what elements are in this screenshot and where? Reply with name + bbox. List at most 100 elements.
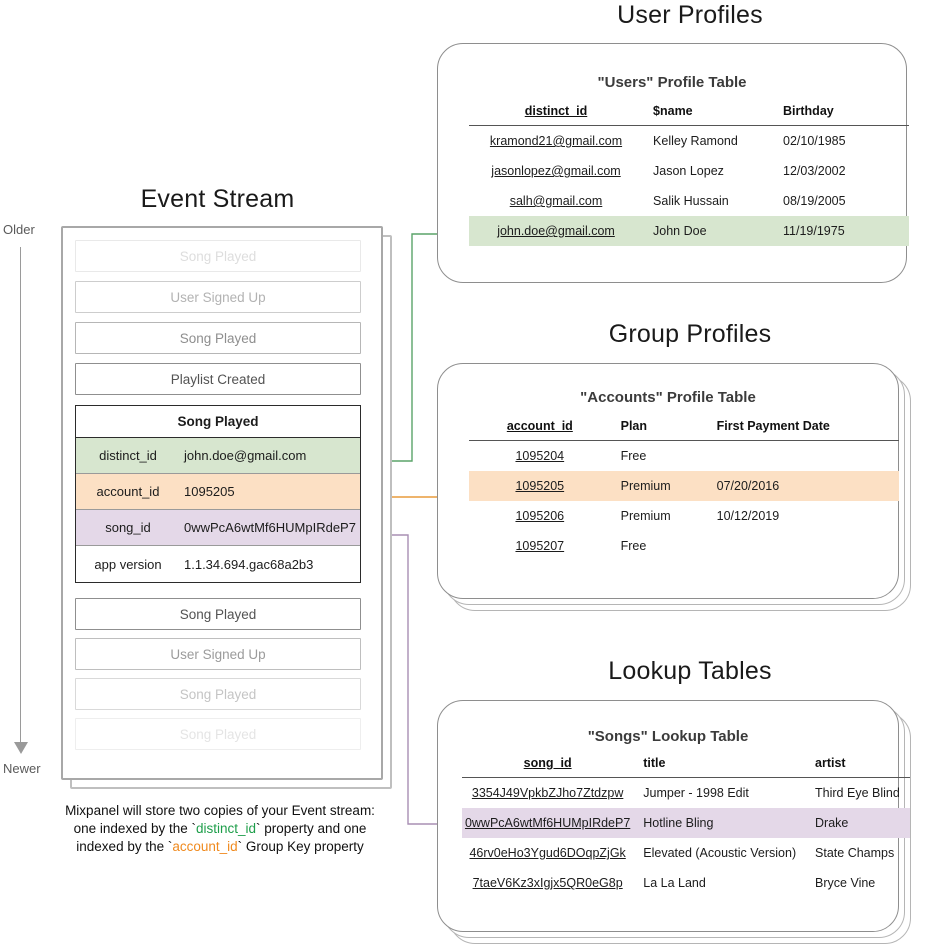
caption-line-3-before: indexed by the ` bbox=[76, 839, 173, 854]
songs-header-artist: artist bbox=[815, 756, 846, 770]
songs-cell-song-id: 3354J49VpkbZJho7Ztdzpw bbox=[471, 786, 624, 800]
group-profiles-card-wrap: "Accounts" Profile Table account_id Plan… bbox=[437, 363, 913, 613]
songs-cell-artist: Drake bbox=[805, 808, 910, 838]
users-cell-birthday: 12/03/2002 bbox=[783, 164, 846, 178]
event-box[interactable]: Song Played bbox=[75, 240, 361, 272]
users-cell-name: John Doe bbox=[643, 216, 774, 246]
accounts-profile-card: "Accounts" Profile Table account_id Plan… bbox=[437, 363, 899, 599]
table-row[interactable]: 1095206 Premium 10/12/2019 bbox=[469, 501, 899, 531]
table-row[interactable]: jasonlopez@gmail.com Jason Lopez 12/03/2… bbox=[469, 156, 909, 186]
table-row[interactable]: 1095204 Free bbox=[469, 441, 899, 472]
section-title-event-stream: Event Stream bbox=[140, 185, 295, 213]
event-property-key: song_id bbox=[105, 520, 151, 535]
event-box[interactable]: User Signed Up bbox=[75, 281, 361, 313]
event-box-label: User Signed Up bbox=[170, 646, 266, 662]
event-property-row[interactable]: account_id 1095205 bbox=[76, 474, 360, 510]
section-title-user-profiles: User Profiles bbox=[617, 1, 763, 29]
table-row[interactable]: 1095207 Free bbox=[469, 531, 899, 561]
users-table: distinct_id $name Birthday kramond21@gma… bbox=[469, 104, 909, 246]
section-title-group-profiles: Group Profiles bbox=[608, 320, 772, 348]
event-box[interactable]: Song Played bbox=[75, 322, 361, 354]
accounts-cell-first-payment-date: 10/12/2019 bbox=[716, 509, 780, 523]
table-row-highlighted[interactable]: john.doe@gmail.com John Doe 11/19/1975 bbox=[469, 216, 909, 246]
axis-label-older: Older bbox=[3, 222, 35, 237]
event-box[interactable]: User Signed Up bbox=[75, 638, 361, 670]
event-property-value: 1.1.34.694.gac68a2b3 bbox=[184, 556, 314, 572]
users-cell-birthday: 02/10/1985 bbox=[783, 134, 846, 148]
lookup-tables-card-wrap: "Songs" Lookup Table song_id title artis… bbox=[437, 700, 913, 950]
users-cell-name: Salik Hussain bbox=[653, 194, 729, 208]
table-row-highlighted[interactable]: 1095205 Premium 07/20/2016 bbox=[469, 471, 899, 501]
event-property-row[interactable]: distinct_id john.doe@gmail.com bbox=[76, 438, 360, 474]
accounts-cell-account-id: 1095207 bbox=[515, 539, 565, 553]
table-row[interactable]: salh@gmail.com Salik Hussain 08/19/2005 bbox=[469, 186, 909, 216]
event-box[interactable]: Playlist Created bbox=[75, 363, 361, 395]
event-stream-card: Song Played User Signed Up Song Played P… bbox=[61, 226, 383, 780]
accounts-table-header-row: account_id Plan First Payment Date bbox=[469, 419, 899, 441]
accounts-cell-plan: Free bbox=[620, 449, 647, 463]
event-box-label: Song Played bbox=[179, 330, 257, 346]
table-row[interactable]: 7taeV6Kz3xIgjx5QR0eG8p La La Land Bryce … bbox=[462, 868, 910, 898]
event-box-label: Song Played bbox=[179, 726, 257, 742]
songs-cell-title: Hotline Bling bbox=[633, 808, 806, 838]
users-table-title: "Users" Profile Table bbox=[597, 74, 747, 91]
focused-event-card[interactable]: Song Played distinct_id john.doe@gmail.c… bbox=[75, 405, 361, 583]
songs-cell-title: Jumper - 1998 Edit bbox=[643, 786, 749, 800]
users-cell-name: Jason Lopez bbox=[653, 164, 724, 178]
accounts-cell-plan: Premium bbox=[620, 509, 671, 523]
caption-keyword-distinct-id: distinct_id bbox=[195, 821, 257, 836]
accounts-cell-account-id: 1095205 bbox=[469, 471, 611, 501]
event-box-label: User Signed Up bbox=[170, 289, 266, 305]
table-row-highlighted[interactable]: 0wwPcA6wtMf6HUMpIRdeP7 Hotline Bling Dra… bbox=[462, 808, 910, 838]
songs-cell-title: La La Land bbox=[643, 876, 706, 890]
accounts-cell-plan: Free bbox=[620, 539, 647, 553]
caption-line-1: Mixpanel will store two copies of your E… bbox=[65, 803, 375, 818]
users-cell-distinct-id: kramond21@gmail.com bbox=[489, 134, 623, 148]
users-cell-birthday: 11/19/1975 bbox=[773, 216, 909, 246]
users-header-distinct-id: distinct_id bbox=[524, 104, 588, 118]
accounts-cell-plan: Premium bbox=[610, 471, 707, 501]
table-row[interactable]: 3354J49VpkbZJho7Ztdzpw Jumper - 1998 Edi… bbox=[462, 778, 910, 809]
accounts-table-title: "Accounts" Profile Table bbox=[580, 389, 756, 406]
caption-keyword-account-id: account_id bbox=[172, 839, 238, 854]
songs-header-song-id: song_id bbox=[523, 756, 572, 770]
user-profiles-card-wrap: "Users" Profile Table distinct_id $name … bbox=[437, 43, 909, 283]
accounts-table: account_id Plan First Payment Date 10952… bbox=[469, 419, 899, 561]
event-box-label: Song Played bbox=[179, 606, 257, 622]
songs-table: song_id title artist 3354J49VpkbZJho7Ztd… bbox=[462, 756, 910, 898]
axis-label-newer: Newer bbox=[3, 761, 41, 776]
accounts-cell-account-id: 1095204 bbox=[515, 449, 565, 463]
users-cell-distinct-id: john.doe@gmail.com bbox=[469, 216, 644, 246]
event-box-label: Playlist Created bbox=[170, 371, 266, 387]
time-axis-arrow-icon bbox=[14, 742, 28, 754]
users-cell-distinct-id: salh@gmail.com bbox=[509, 194, 603, 208]
table-row[interactable]: kramond21@gmail.com Kelley Ramond 02/10/… bbox=[469, 126, 909, 157]
users-table-header-row: distinct_id $name Birthday bbox=[469, 104, 909, 126]
event-property-row[interactable]: song_id 0wwPcA6wtMf6HUMpIRdeP7 bbox=[76, 510, 360, 546]
event-box-label: Song Played bbox=[179, 686, 257, 702]
caption-line-2-before: one indexed by the ` bbox=[73, 821, 196, 836]
songs-cell-title: Elevated (Acoustic Version) bbox=[643, 846, 797, 860]
accounts-cell-first-payment-date bbox=[707, 531, 899, 561]
users-cell-birthday: 08/19/2005 bbox=[783, 194, 846, 208]
event-box[interactable]: Song Played bbox=[75, 678, 361, 710]
songs-cell-song-id: 7taeV6Kz3xIgjx5QR0eG8p bbox=[472, 876, 623, 890]
event-property-key: account_id bbox=[96, 484, 160, 499]
songs-cell-song-id: 46rv0eHo3Ygud6DOqpZjGk bbox=[469, 846, 626, 860]
event-property-key: app version bbox=[94, 556, 162, 572]
users-profile-card: "Users" Profile Table distinct_id $name … bbox=[437, 43, 909, 283]
accounts-cell-first-payment-date bbox=[707, 441, 899, 472]
users-header-birthday: Birthday bbox=[783, 104, 834, 118]
table-row[interactable]: 46rv0eHo3Ygud6DOqpZjGk Elevated (Acousti… bbox=[462, 838, 910, 868]
users-cell-name: Kelley Ramond bbox=[653, 134, 738, 148]
songs-table-title: "Songs" Lookup Table bbox=[587, 728, 749, 745]
event-box[interactable]: Song Played bbox=[75, 718, 361, 750]
event-box[interactable]: Song Played bbox=[75, 598, 361, 630]
event-box-label: Song Played bbox=[179, 248, 257, 264]
accounts-cell-first-payment-date: 07/20/2016 bbox=[706, 471, 899, 501]
time-axis-line bbox=[20, 247, 22, 747]
section-title-lookup-tables: Lookup Tables bbox=[608, 657, 772, 685]
songs-cell-song-id: 0wwPcA6wtMf6HUMpIRdeP7 bbox=[462, 808, 634, 838]
event-property-row[interactable]: app version 1.1.34.694.gac68a2b3 bbox=[76, 546, 360, 582]
